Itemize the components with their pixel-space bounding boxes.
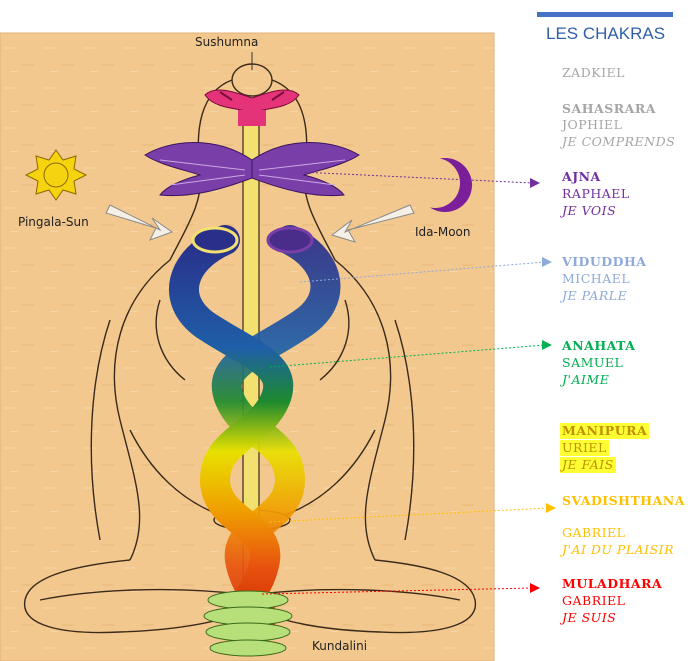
crown-chakra-figure <box>204 89 300 126</box>
chakra-phrase-anahata: J'AIME <box>562 372 610 387</box>
chakra-name-muladhara: MULADHARA <box>562 576 663 591</box>
chakra-phrase-viduddha: JE PARLE <box>562 288 628 303</box>
connector-viduddha <box>299 261 546 283</box>
chakra-angel-gabriel-svadishthana: GABRIEL <box>562 525 626 540</box>
chakra-angel-raphael: RAPHAEL <box>562 186 630 201</box>
chakra-phrase-muladhara: JE SUIS <box>562 610 617 625</box>
chakra-connectors <box>261 171 550 595</box>
chakra-angel-samuel: SAMUEL <box>562 355 624 370</box>
chakra-angel-zadkiel: ZADKIEL <box>562 65 625 80</box>
intertwined-serpents <box>169 225 341 640</box>
chakra-angel-michael: MICHAEL <box>562 271 631 286</box>
pingala-sun-label: Pingala-Sun <box>18 215 89 229</box>
chakra-angel-jophiel: JOPHIEL <box>562 117 623 132</box>
chakra-phrase-svadishthana: J'AI DU PLAISIR <box>562 542 675 557</box>
chakra-name-viduddha: VIDUDDHA <box>562 254 647 269</box>
connector-arrowheads <box>530 178 556 593</box>
sushumna-label: Sushumna <box>195 35 258 49</box>
connector-muladhara <box>261 587 533 595</box>
ida-moon-label: Ida-Moon <box>415 225 470 239</box>
chakra-name-manipura: MANIPURA <box>560 423 650 439</box>
title-accent-bar <box>537 12 673 17</box>
kundalini-coil <box>203 590 293 657</box>
chakra-angel-gabriel-muladhara: GABRIEL <box>562 593 626 608</box>
channel-pointer-arrows <box>105 204 415 243</box>
chakra-angel-uriel: URIEL <box>560 440 609 456</box>
moon-icon <box>410 158 472 212</box>
connector-ajna <box>299 171 533 184</box>
chakra-name-sahasrara: SAHASRARA <box>562 101 656 116</box>
page-title: LES CHAKRAS <box>546 24 666 43</box>
chakra-name-anahata: ANAHATA <box>562 338 636 353</box>
sun-icon <box>24 149 88 201</box>
connector-svadishthana <box>269 507 550 523</box>
chakra-phrase-sahasrara: JE COMPRENDS <box>562 134 676 149</box>
chakra-name-ajna: AJNA <box>562 169 601 184</box>
chakra-phrase-manipura: JE FAIS <box>560 457 616 473</box>
connector-anahata <box>269 344 546 368</box>
chakra-phrase-ajna: JE VOIS <box>562 203 617 218</box>
chakra-name-svadishthana: SVADISHTHANA <box>562 493 685 508</box>
winged-third-eye <box>144 142 360 197</box>
kundalini-label: Kundalini <box>312 639 367 653</box>
